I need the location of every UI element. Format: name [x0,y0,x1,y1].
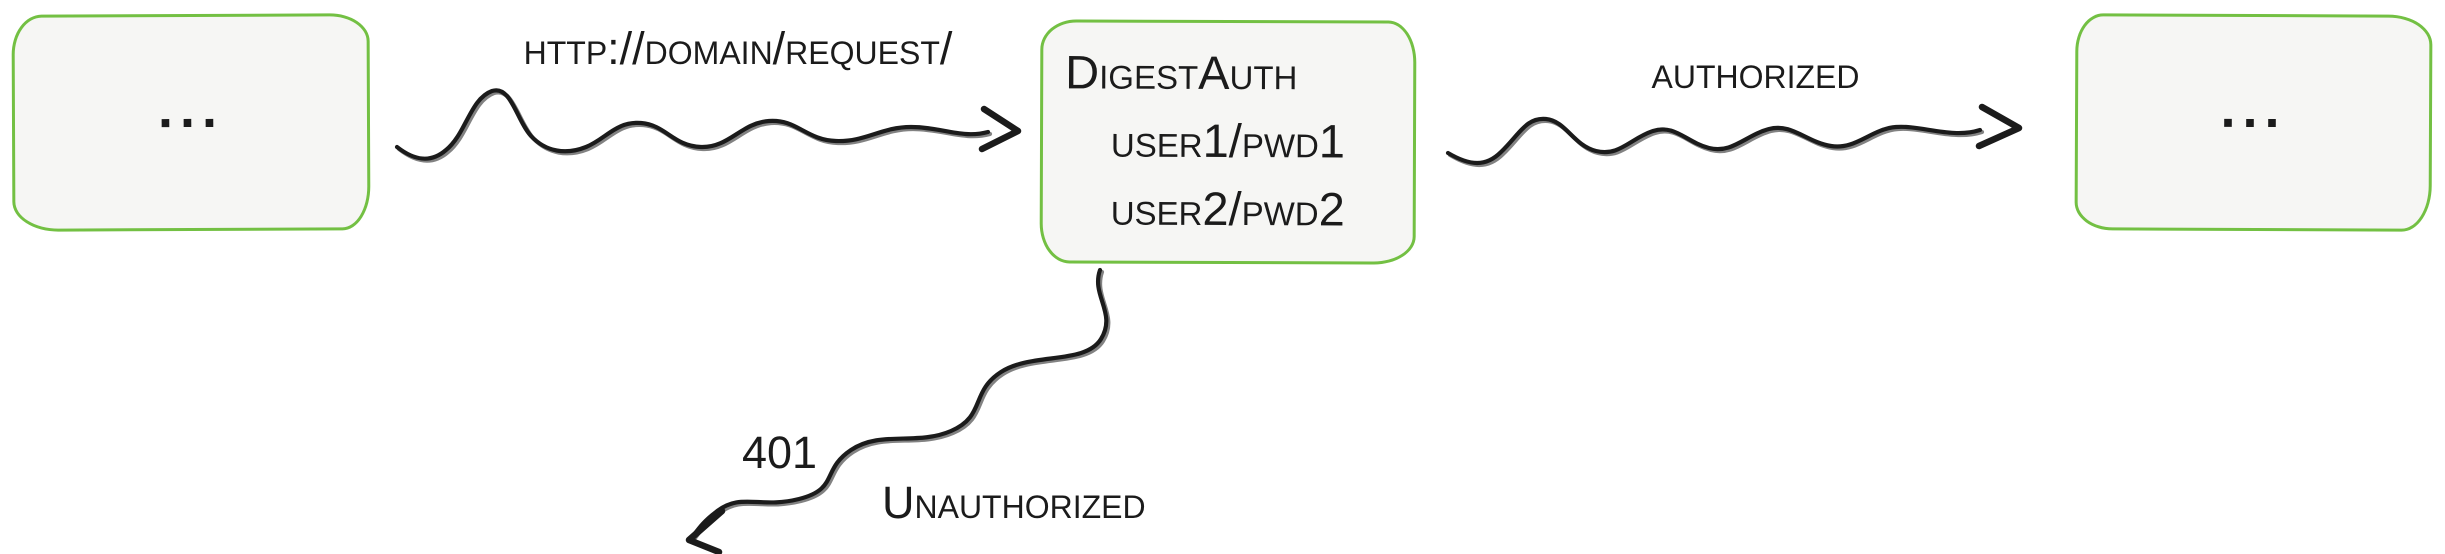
auth-server-credential-2: user2/pwd2 [1110,181,1345,236]
unauthorized-arrow [690,267,1109,539]
authorized-arrowhead [1975,103,2023,150]
result-label: ... [2220,78,2287,139]
request-edge-label: http://domain/request/ [523,23,953,74]
node-auth-server: DigestAuth user1/pwd1 user2/pwd2 [1039,19,1417,265]
request-arrowhead [978,105,1022,153]
node-result: ... [2074,13,2433,232]
unauthorized-edge-label: Unauthorized [882,477,1146,528]
authorized-edge-label: authorized [1651,47,1860,98]
authorized-arrow-echo [1450,121,1982,165]
node-client: ... [11,13,371,232]
unauthorized-code-label: 401 [742,427,818,478]
client-label: ... [157,78,225,139]
auth-server-credential-1: user1/pwd1 [1110,113,1346,168]
unauthorized-arrowhead [685,507,726,554]
auth-server-title: DigestAuth [1065,45,1298,100]
